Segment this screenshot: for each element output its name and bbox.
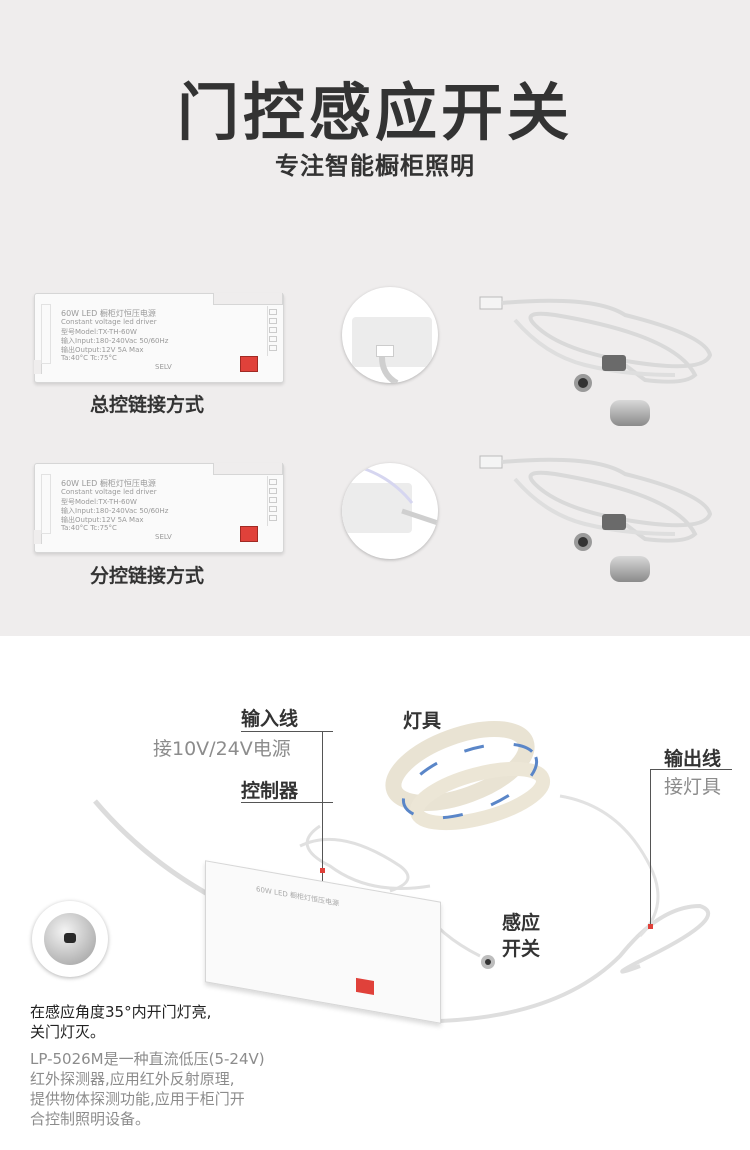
- driver-selv-mark: SELV: [155, 533, 172, 541]
- driver-label-line: Ta:40°C Tc:75°C: [61, 524, 117, 532]
- description-line: LP-5026M是一种直流低压(5-24V): [30, 1050, 265, 1068]
- driver-side-panel: [41, 474, 51, 534]
- driver-label-line: 60W LED 橱柜灯恒压电源: [61, 479, 156, 488]
- driver-label-line: 输出Output:12V 5A Max: [61, 516, 144, 524]
- driver-label-line: Constant voltage led driver: [61, 318, 157, 326]
- driver-side-panel: [41, 304, 51, 364]
- controller-label: 控制器: [241, 780, 299, 802]
- wiring-illustration: [93, 721, 711, 1023]
- pointer-dot: [648, 924, 653, 929]
- note-line: 关门灯灭。: [30, 1023, 106, 1041]
- page-title: 门控感应开关: [176, 76, 573, 149]
- sensor-switch-label: 开关: [502, 938, 541, 960]
- driver-label-line: 输入Input:180-240Vac 50/60Hz: [61, 507, 169, 515]
- driver-label-line: 型号Model:TX-TH-60W: [61, 328, 137, 336]
- sensor-switch-label: 感应: [502, 912, 541, 934]
- led-driver-image: 60W LED 橱柜灯恒压电源 Constant voltage led dri…: [34, 293, 284, 383]
- label-underline: [241, 731, 333, 732]
- controller-label-text: 60W LED 橱柜灯恒压电源: [256, 885, 339, 908]
- description-line: 合控制照明设备。: [30, 1110, 151, 1128]
- input-wire-title: 输入线: [241, 708, 299, 730]
- driver-label-line: 输入Input:180-240Vac 50/60Hz: [61, 337, 169, 345]
- sensor-cable-image: [479, 296, 713, 392]
- driver-selv-mark: SELV: [155, 363, 172, 371]
- driver-terminal: [240, 526, 258, 542]
- driver-output-ports: [267, 476, 277, 526]
- description-line: 提供物体探测功能,应用于柜门开: [30, 1090, 245, 1108]
- driver-notch: [213, 293, 283, 305]
- controller-terminal: [356, 977, 374, 995]
- driver-label-line: 输出Output:12V 5A Max: [61, 346, 144, 354]
- sensor-cable-image: [479, 455, 713, 551]
- driver-label-line: Constant voltage led driver: [61, 488, 157, 496]
- driver-output-ports: [267, 306, 277, 356]
- pointer-line: [650, 769, 651, 929]
- driver-ear: [34, 360, 42, 374]
- output-wire-title: 输出线: [664, 748, 722, 770]
- connector-zoom-image: [342, 287, 438, 383]
- driver-label-line: 60W LED 橱柜灯恒压电源: [61, 309, 156, 318]
- pointer-dot: [320, 868, 325, 873]
- output-wire-desc: 接灯具: [664, 776, 722, 798]
- input-wire-desc: 接10V/24V电源: [153, 738, 291, 760]
- sensor-zoom-image: [32, 901, 108, 977]
- driver-label-line: Ta:40°C Tc:75°C: [61, 354, 117, 362]
- driver-notch: [213, 463, 283, 475]
- driver-terminal: [240, 356, 258, 372]
- mounting-clip-image: [610, 556, 650, 582]
- label-underline: [241, 802, 333, 803]
- top-section: 门控感应开关 专注智能橱柜照明 60W LED 橱柜灯恒压电源 Constant…: [0, 0, 750, 636]
- driver-ear: [34, 530, 42, 544]
- description-line: 红外探测器,应用红外反射原理,: [30, 1070, 235, 1088]
- led-driver-image: 60W LED 橱柜灯恒压电源 Constant voltage led dri…: [34, 463, 284, 553]
- pointer-line: [322, 731, 323, 891]
- note-line: 在感应角度35°内开门灯亮,: [30, 1003, 212, 1021]
- driver-label-line: 型号Model:TX-TH-60W: [61, 498, 137, 506]
- lamp-label: 灯具: [403, 710, 442, 732]
- method-caption: 分控链接方式: [90, 565, 205, 587]
- page-subtitle: 专注智能橱柜照明: [275, 152, 475, 180]
- label-underline: [650, 769, 732, 770]
- bottom-section: 输入线 接10V/24V电源 控制器 灯具 输出线 接灯具 感应 开关 60W …: [0, 636, 750, 1150]
- mounting-clip-image: [610, 400, 650, 426]
- sensor-eye-icon: [64, 933, 76, 943]
- connector-zoom-image: [342, 463, 438, 559]
- method-caption: 总控链接方式: [90, 394, 205, 416]
